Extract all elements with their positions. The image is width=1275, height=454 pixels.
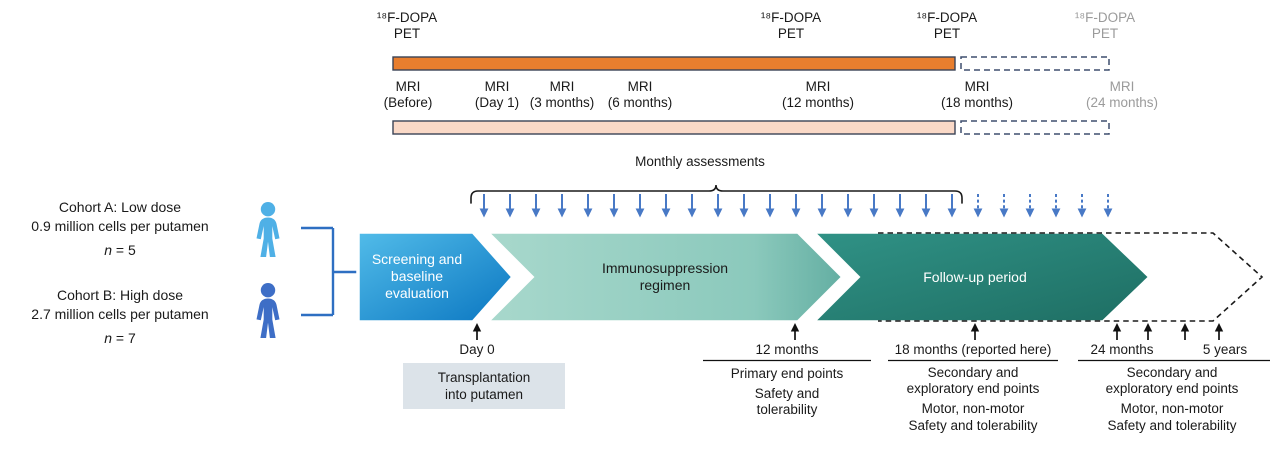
monthly-assessments-label: Monthly assessments [635,154,765,169]
milestone-day0-label: Day 0 [459,342,495,357]
milestone-12m-endpoints: Primary end points [730,366,844,381]
mri-label-6-months: MRI (6 months) [607,79,673,110]
mri-bar [392,120,956,135]
pet-bar-future-box [960,56,1110,71]
milestone-24m-label: 24 months [1090,342,1154,357]
mri-label-18-months: MRI (18 months) [940,79,1014,110]
cohort-a-title: Cohort A: Low dose [58,199,182,215]
cohort-b-n: n = 7 [0,331,240,346]
pet-label-18-months: ¹⁸F-DOPA PET [916,10,978,41]
assessments-brace [470,184,963,204]
milestone-18m-motor: Motor, non-motor [921,401,1025,416]
cohort-b-n-value: = 7 [112,330,136,346]
milestone-18m-safety: Safety and tolerability [908,418,1038,433]
mri-label-12-months: MRI (12 months) [781,79,855,110]
pet-label-24-months-future: ¹⁸F-DOPA PET [1074,10,1136,41]
cohort-a-n-value: = 5 [112,242,136,258]
phase-label-screening: Screening and baseline evaluation [371,251,463,301]
phase-chevron-screening [356,230,516,324]
milestone-18m-endpoints: Secondary and exploratory end points [906,365,1040,396]
milestone-24m-endpoints: Secondary and exploratory end points [1105,365,1239,396]
cohort-a-block: Cohort A: Low dose 0.9 million cells per… [0,200,240,258]
cohort-bracket [301,226,358,317]
transplantation-box: Transplantation into putamen [403,363,565,409]
cohort-a-n: n = 5 [0,243,240,258]
milestone-24m-safety: Safety and tolerability [1107,418,1237,433]
milestone-12m-label: 12 months [755,342,819,357]
mri-label-before: MRI (Before) [383,79,433,110]
mri-label-3-months: MRI (3 months) [529,79,595,110]
mri-label-24-months-future: MRI (24 months) [1085,79,1159,110]
monthly-arrows-dashed [972,193,1114,219]
phase-label-immunosuppression: Immunosuppression regimen [601,260,729,293]
phase-chevron-future-dashed [878,232,1264,322]
pet-label-before: ¹⁸F-DOPA PET [376,10,438,41]
cohort-a-n-var: n [104,242,113,258]
cohort-b-title: Cohort B: High dose [56,287,184,303]
cohort-b-person-icon [256,283,280,338]
milestone-5y-label: 5 years [1202,342,1248,357]
cohort-b-n-var: n [104,330,113,346]
pet-label-12-months: ¹⁸F-DOPA PET [760,10,822,41]
monthly-arrows-solid [478,193,958,219]
phase-label-followup: Follow-up period [923,269,1027,285]
milestone-24m-motor: Motor, non-motor [1120,401,1224,416]
pet-bar [392,56,956,71]
phase-chevron-followup [808,230,1153,324]
mri-bar-future-box [960,120,1110,135]
milestone-12m-safety: Safety and tolerability [754,386,820,417]
milestone-18m-label: 18 months (reported here) [894,342,1052,357]
phase-chevron-immunosuppression [482,230,846,324]
cohort-b-dose: 2.7 million cells per putamen [31,306,209,322]
cohort-b-block: Cohort B: High dose 2.7 million cells pe… [0,288,240,346]
cohort-a-person-icon [256,202,280,257]
milestone-arrows [471,322,1225,341]
mri-label-day1: MRI (Day 1) [474,79,520,110]
cohort-a-dose: 0.9 million cells per putamen [31,218,209,234]
